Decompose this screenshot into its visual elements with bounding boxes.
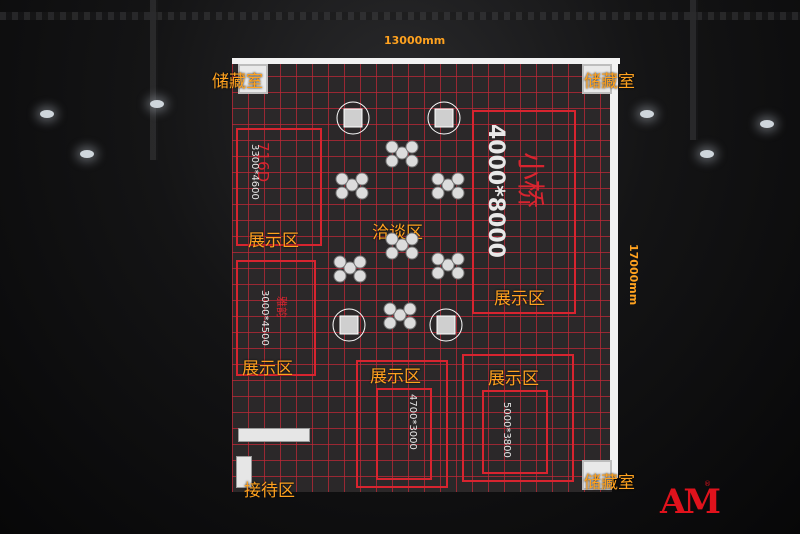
round-table-set-icon <box>333 140 465 330</box>
storage-label-top-right: 储藏室 <box>584 72 635 92</box>
storage-room-top-left <box>238 64 268 94</box>
display-zone-1 <box>236 128 322 246</box>
stage-light-icon <box>150 100 164 108</box>
stage-light-icon <box>640 110 654 118</box>
stage-light-icon <box>700 150 714 158</box>
reception-sofa <box>238 428 310 442</box>
truss-right <box>690 0 698 140</box>
zone-3-label: 展示区 <box>370 367 421 387</box>
reception-area-label: 接待区 <box>244 481 295 501</box>
wall-right <box>610 58 618 478</box>
brand-logo: AM <box>660 482 721 522</box>
display-zone-4 <box>462 354 574 482</box>
storage-room-top-right <box>582 64 612 94</box>
stage-light-icon <box>760 120 774 128</box>
zone-5-label: 展示区 <box>494 289 545 309</box>
storage-label-bottom-right: 储藏室 <box>584 473 635 493</box>
square-table-icon <box>332 101 463 342</box>
width-dimension: 13000mm <box>384 34 446 47</box>
storage-label-top-left: 储藏室 <box>212 72 263 92</box>
truss-top <box>0 12 800 20</box>
floor-plan-grid <box>232 60 612 492</box>
wall-top <box>232 58 620 64</box>
display-zone-5 <box>472 110 576 314</box>
display-zone-3 <box>356 360 448 488</box>
reception-chair <box>236 456 252 488</box>
truss-left <box>150 0 158 160</box>
registered-mark: ® <box>704 480 711 488</box>
zone-3-inner <box>376 388 432 480</box>
stage-light-icon <box>40 110 54 118</box>
display-zone-2 <box>236 260 316 376</box>
zone-4-label: 展示区 <box>488 369 539 389</box>
zone-1-label: 展示区 <box>248 231 299 251</box>
storage-room-bottom-right <box>582 460 612 490</box>
zone-2-label: 展示区 <box>242 359 293 379</box>
zone-4-inner <box>482 390 548 474</box>
stage-light-icon <box>80 150 94 158</box>
